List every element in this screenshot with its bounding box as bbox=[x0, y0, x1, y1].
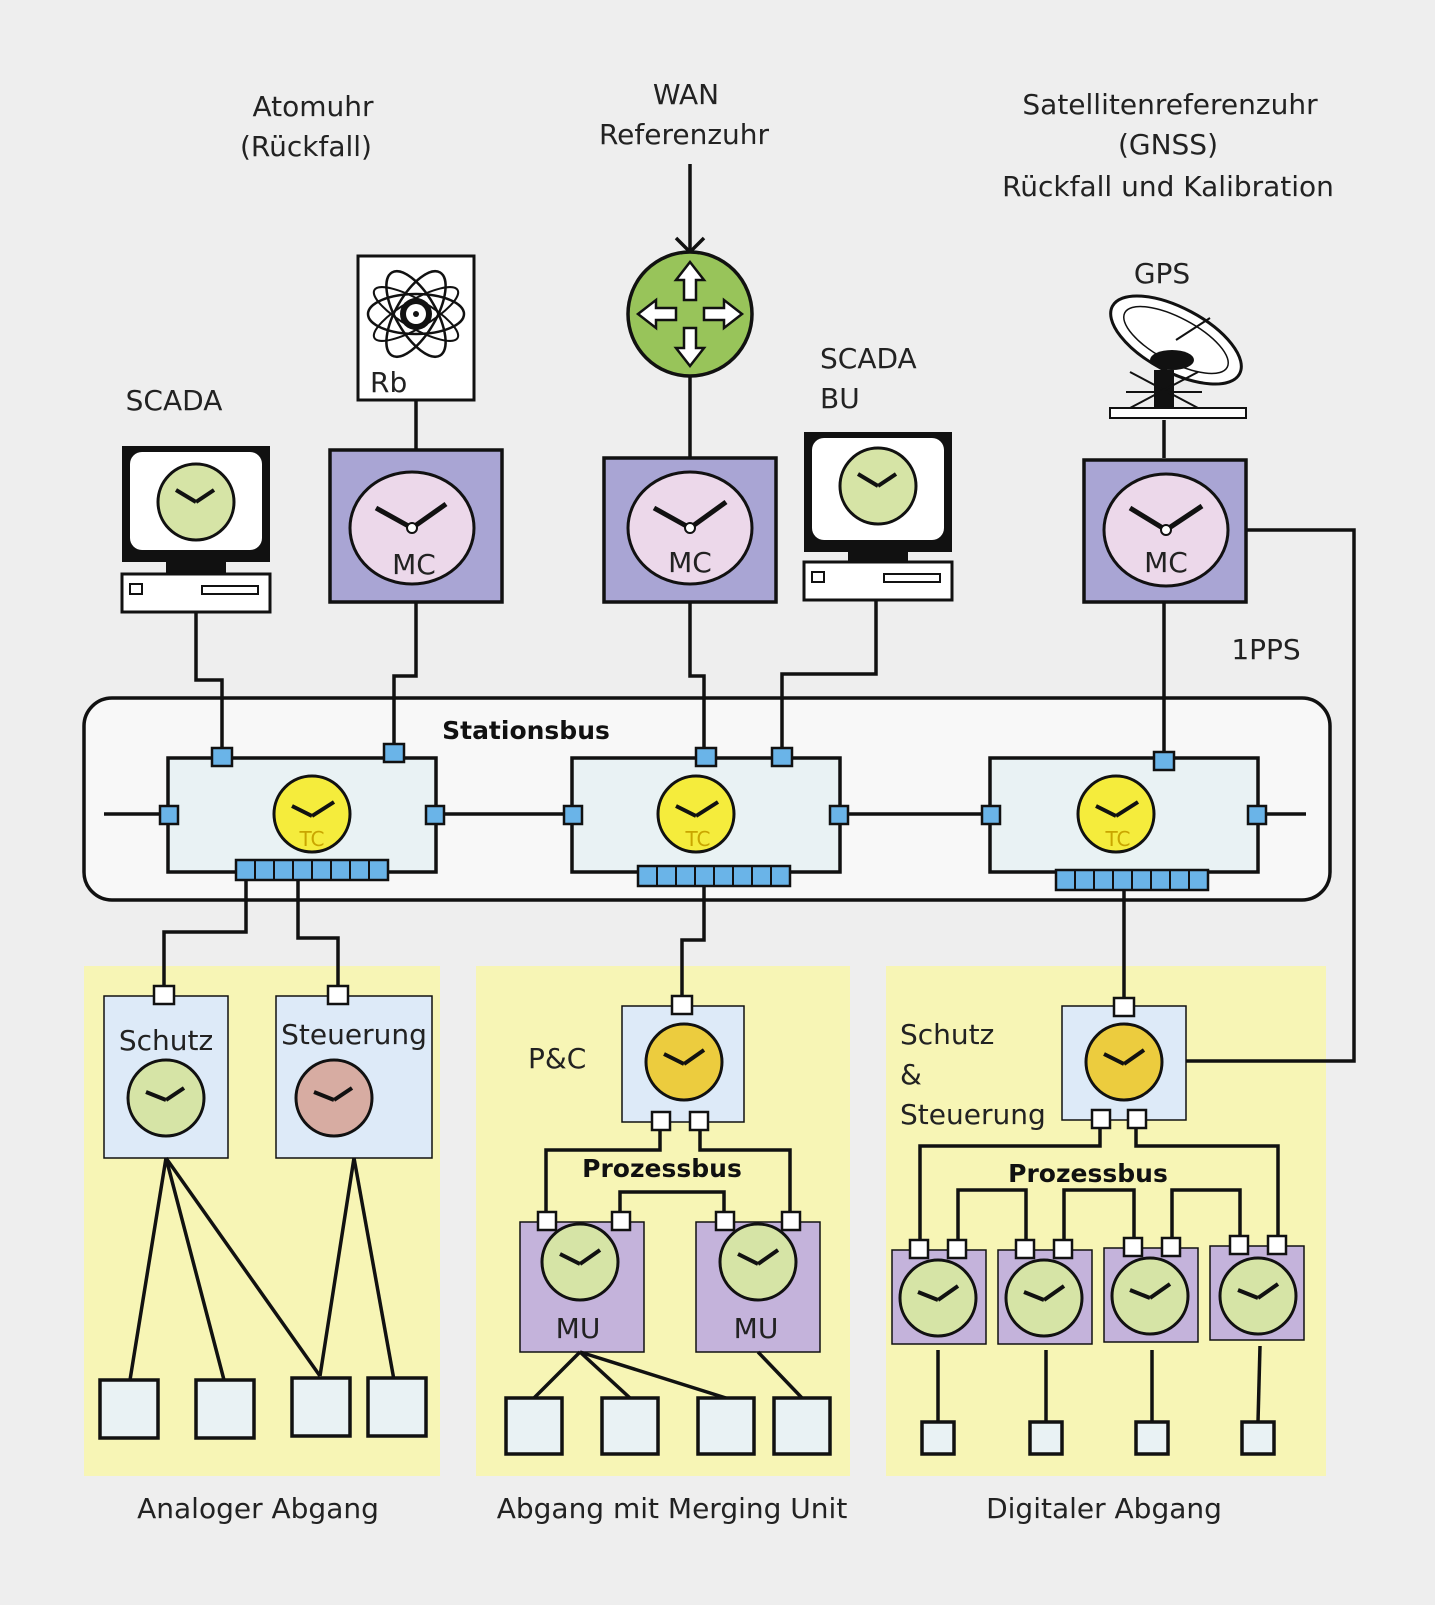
scada-label: SCADA bbox=[126, 384, 223, 417]
digital-wiring bbox=[936, 1345, 1262, 1423]
scada-bu-computer bbox=[802, 432, 954, 602]
merging-bay-caption: Abgang mit Merging Unit bbox=[497, 1492, 848, 1525]
analog-wiring bbox=[128, 1156, 396, 1381]
tc-label: TC bbox=[298, 827, 324, 851]
gnss-label: Satellitenreferenzuhr bbox=[1022, 88, 1318, 121]
mc-label: MC bbox=[392, 548, 436, 581]
link-pps bbox=[1186, 528, 1356, 1063]
atomic-clock-label-sub: (Rückfall) bbox=[240, 130, 372, 163]
port-dividers bbox=[254, 860, 1190, 890]
wan-label-sub: Referenzuhr bbox=[599, 118, 770, 151]
pbus-mu-line1 bbox=[544, 1130, 662, 1214]
link-sw2-pc bbox=[680, 886, 706, 996]
ied-steuerung: Steuerung bbox=[275, 984, 433, 1159]
prozessbus-label: Prozessbus bbox=[582, 1154, 742, 1183]
switch-tc-1: TC bbox=[158, 742, 446, 882]
master-clock-1: MC bbox=[328, 448, 504, 604]
switch-tc-2: TC bbox=[562, 746, 850, 888]
wan-router-icon bbox=[626, 250, 754, 378]
mu-label: MU bbox=[556, 1312, 601, 1345]
link-sw1-schutz bbox=[162, 880, 248, 986]
rb-label: Rb bbox=[370, 366, 407, 399]
digital-bay-caption: Digitaler Abgang bbox=[986, 1492, 1222, 1525]
station-bus-label: Stationsbus bbox=[442, 716, 610, 745]
mc-label: MC bbox=[668, 546, 712, 579]
digital-unit-2 bbox=[997, 1238, 1093, 1345]
pps-label: 1PPS bbox=[1231, 633, 1300, 666]
digital-unit-4 bbox=[1209, 1234, 1305, 1341]
pbus-mu-line3 bbox=[618, 1190, 726, 1214]
rubidium-clock: Rb bbox=[356, 254, 476, 402]
gnss-label-sub2: Rückfall und Kalibration bbox=[1002, 170, 1334, 203]
ied-digital bbox=[1061, 996, 1187, 1130]
analog-bay-caption: Analoger Abgang bbox=[137, 1492, 379, 1525]
schutz-label: Schutz bbox=[119, 1024, 213, 1057]
digital-label-3: Steuerung bbox=[900, 1098, 1046, 1131]
gps-label: GPS bbox=[1134, 257, 1190, 290]
prozessbus-label-2: Prozessbus bbox=[1008, 1159, 1168, 1188]
analog-devices bbox=[98, 1376, 428, 1440]
pbus-d-line2 bbox=[1134, 1128, 1280, 1246]
digital-label-2: & bbox=[900, 1058, 922, 1091]
merging-unit-1: MU bbox=[519, 1210, 645, 1353]
digital-devices bbox=[920, 1420, 1276, 1456]
master-clock-3: MC bbox=[1082, 458, 1248, 604]
mc-label: MC bbox=[1144, 546, 1188, 579]
scada-bu-label: SCADA bbox=[820, 342, 917, 375]
link-mc2-switch2 bbox=[688, 602, 706, 756]
scada-computer bbox=[120, 446, 272, 614]
pbus-d-line3 bbox=[956, 1188, 1028, 1246]
steuerung-label: Steuerung bbox=[281, 1018, 427, 1051]
tc-label: TC bbox=[684, 827, 710, 851]
pbus-d-line5 bbox=[1170, 1188, 1242, 1246]
digital-label-1: Schutz bbox=[900, 1018, 994, 1051]
link-scadabu-switch2 bbox=[780, 600, 878, 756]
link-scada-switch1 bbox=[194, 612, 224, 756]
digital-unit-1 bbox=[891, 1238, 987, 1345]
mu-wiring bbox=[532, 1350, 804, 1400]
atomic-clock-label: Atomuhr bbox=[252, 90, 374, 123]
merging-unit-2: MU bbox=[695, 1210, 821, 1353]
link-mc1-switch1 bbox=[392, 602, 418, 752]
ied-schutz: Schutz bbox=[103, 984, 229, 1159]
tc-label: TC bbox=[1104, 827, 1130, 851]
digital-unit-3 bbox=[1103, 1236, 1199, 1343]
ied-pc bbox=[621, 994, 745, 1132]
mu-label: MU bbox=[734, 1312, 779, 1345]
pbus-mu-line2 bbox=[698, 1130, 792, 1214]
scada-bu-label-sub: BU bbox=[820, 382, 860, 415]
gps-dish-icon bbox=[1109, 294, 1247, 419]
pbus-d-line1 bbox=[918, 1128, 1102, 1246]
switch-tc-3: TC bbox=[980, 750, 1268, 892]
gnss-label-sub: (GNSS) bbox=[1118, 128, 1218, 161]
pc-label: P&C bbox=[528, 1042, 586, 1075]
master-clock-2: MC bbox=[602, 456, 778, 604]
mu-devices bbox=[504, 1396, 832, 1456]
pbus-d-line4 bbox=[1062, 1188, 1136, 1246]
wan-label: WAN bbox=[653, 78, 719, 111]
link-sw1-steuerung bbox=[296, 880, 340, 986]
